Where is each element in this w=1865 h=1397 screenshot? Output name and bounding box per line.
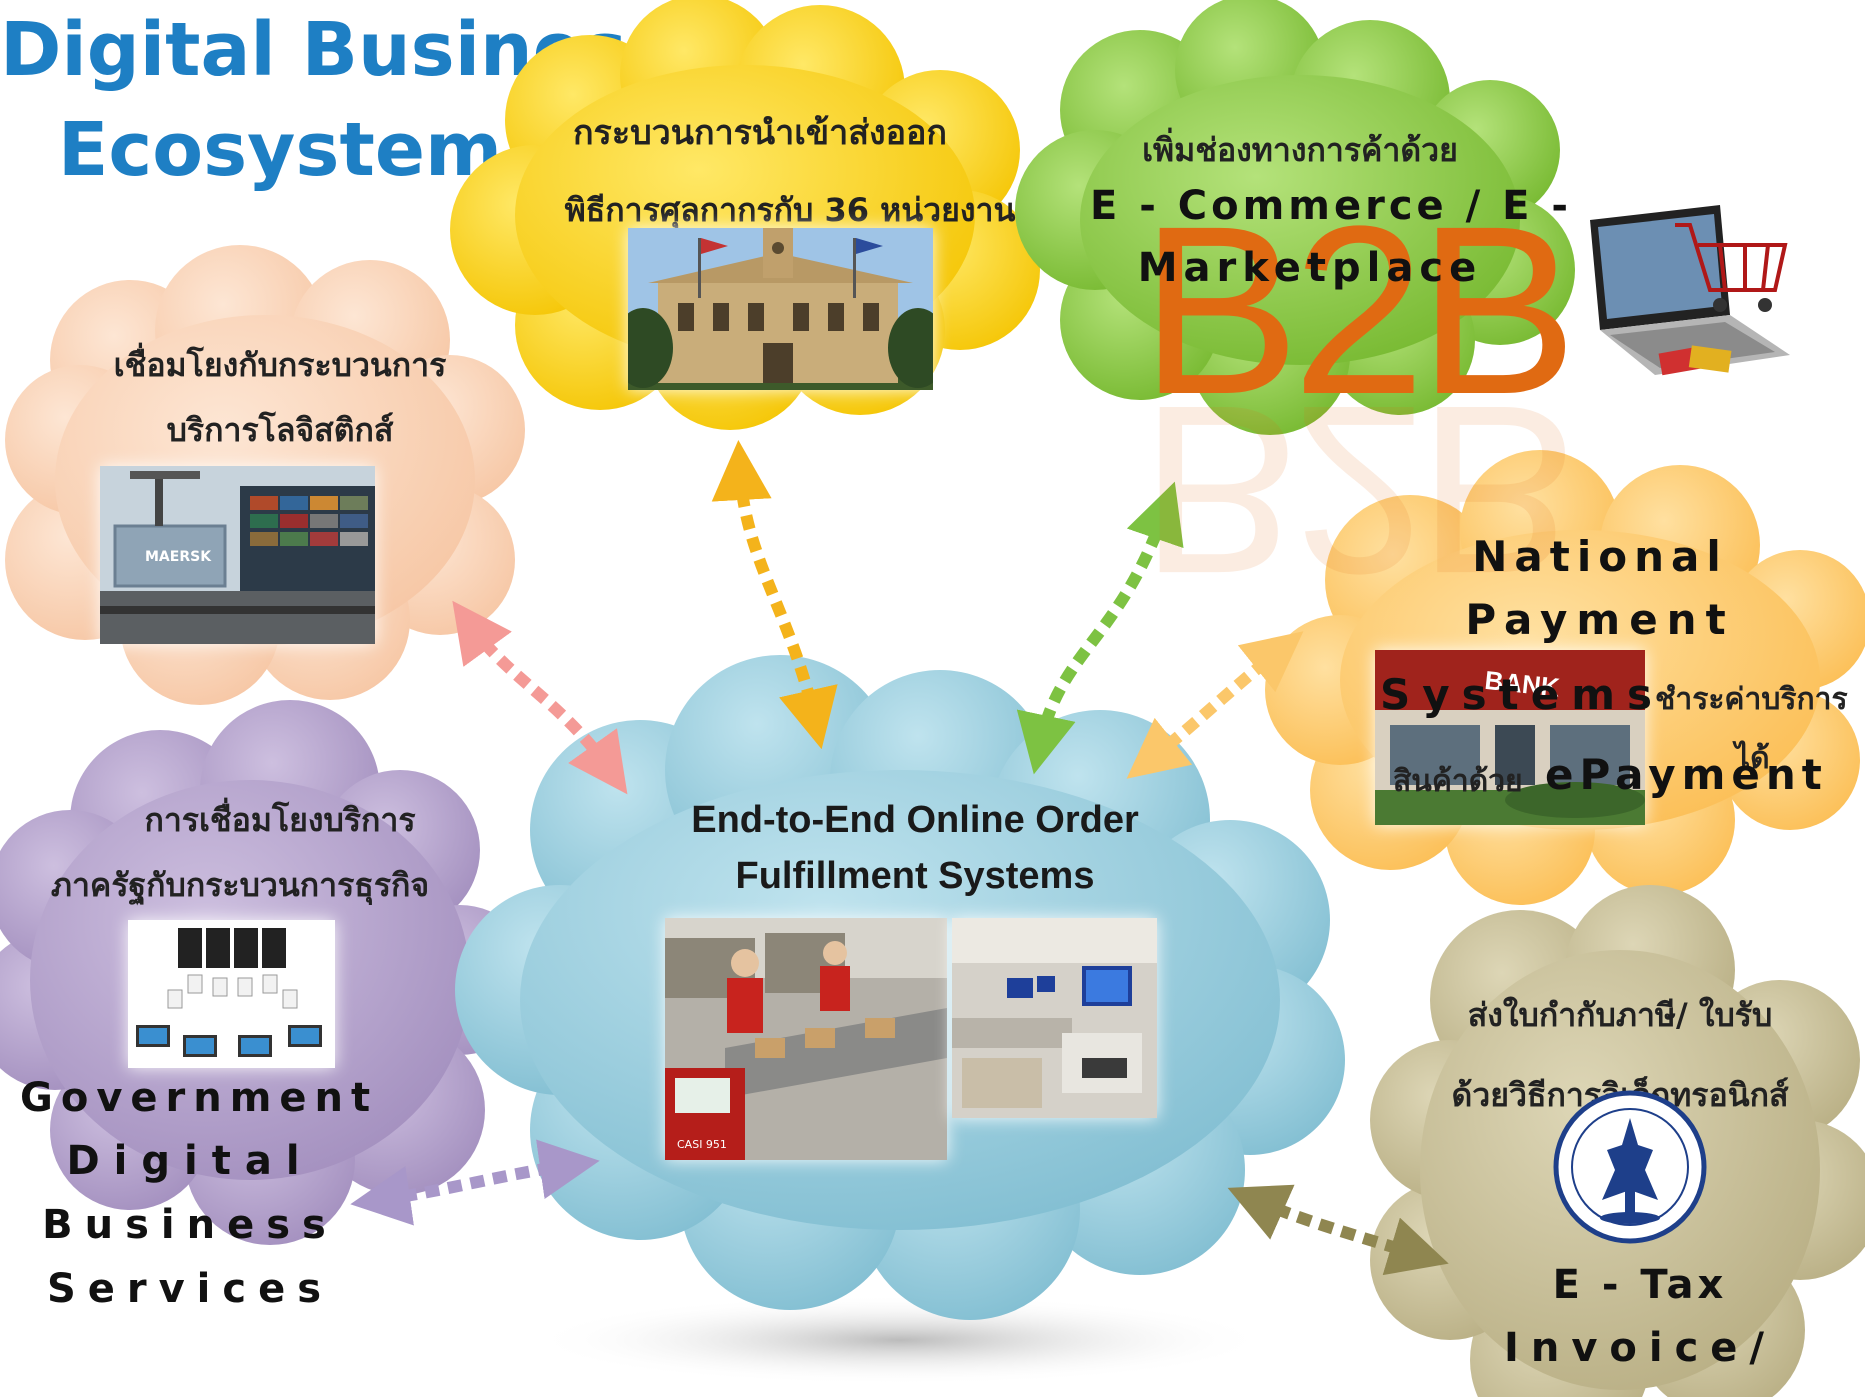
center-title: End-to-End Online Order Fulfillment Syst… <box>620 792 1210 904</box>
government-label-5: Business <box>42 1202 338 1248</box>
center-label-2: Fulfillment Systems <box>735 855 1095 897</box>
payment-thai-3: สินค้าด้วย <box>1393 764 1523 799</box>
laptop-cart-illustration <box>1580 200 1795 394</box>
customs-building-photo <box>613 228 948 390</box>
etax-label-1: ส่งใบกำกับภาษี/ ใบรับ <box>1467 996 1773 1034</box>
payment-thai-2: ได้ <box>1735 741 1770 776</box>
arrow-government <box>350 1139 600 1226</box>
government-label-3: Government <box>20 1075 379 1121</box>
payment-label-1: National <box>1472 532 1728 581</box>
government-label-4: Digital <box>66 1138 314 1184</box>
arrow-payment <box>1126 631 1304 779</box>
arrow-customs <box>711 440 838 750</box>
government-label-2: ภาครัฐกับกระบวนการธุรกิจ <box>50 866 430 904</box>
warehouse-photo-2 <box>952 918 1157 1118</box>
payment-thai-1: ชำระค่าบริการ <box>1655 682 1848 717</box>
customs-label-2: พิธีการศุลกากรกับ 36 หน่วยงาน <box>564 191 1016 229</box>
arrow-logistics <box>452 600 628 795</box>
title-line-2: Ecosystem <box>57 107 503 193</box>
government-cloud <box>0 700 535 1245</box>
payment-label-4: ePayment <box>1545 750 1828 799</box>
ecommerce-label-1: เพิ่มช่องทางการค้าด้วย <box>1142 131 1458 169</box>
arrow-ecommerce <box>1016 481 1184 775</box>
government-label-1: การเชื่อมโยงบริการ <box>144 801 416 839</box>
svg-text:CASI 951: CASI 951 <box>677 1138 727 1151</box>
warehouse-photo-1: CASI 951 <box>665 918 947 1160</box>
ecommerce-cloud <box>1015 0 1575 435</box>
etax-label-3: E - Tax <box>1552 1262 1728 1308</box>
center-shadow <box>530 1295 1270 1385</box>
svg-text:MAERSK: MAERSK <box>145 549 212 565</box>
container-ship-photo: MAERSK <box>100 466 375 644</box>
revenue-department-seal <box>1553 1090 1708 1245</box>
logistics-label-2: บริการโลจิสติกส์ <box>166 411 394 449</box>
b2b-overlay-text: B2B <box>1140 176 1578 444</box>
logistics-label-1: เชื่อมโยงกับกระบวนการ <box>113 346 447 384</box>
government-label-6: Services <box>46 1266 334 1312</box>
bank-branch-photo: BANK <box>1375 650 1645 825</box>
payment-label-3: Systems <box>1380 670 1664 719</box>
ecommerce-label-2: E - Commerce / E - <box>1090 183 1572 229</box>
center-label-1: End-to-End Online Order <box>691 799 1139 841</box>
payment-label-2: Payment <box>1465 595 1735 644</box>
ecommerce-label-3: Marketplace <box>1137 245 1483 291</box>
customs-label-1: กระบวนการนำเข้าส่งออก <box>572 113 948 153</box>
etax-label-4: Invoice/ <box>1503 1325 1777 1371</box>
network-servers-illustration <box>128 920 335 1068</box>
